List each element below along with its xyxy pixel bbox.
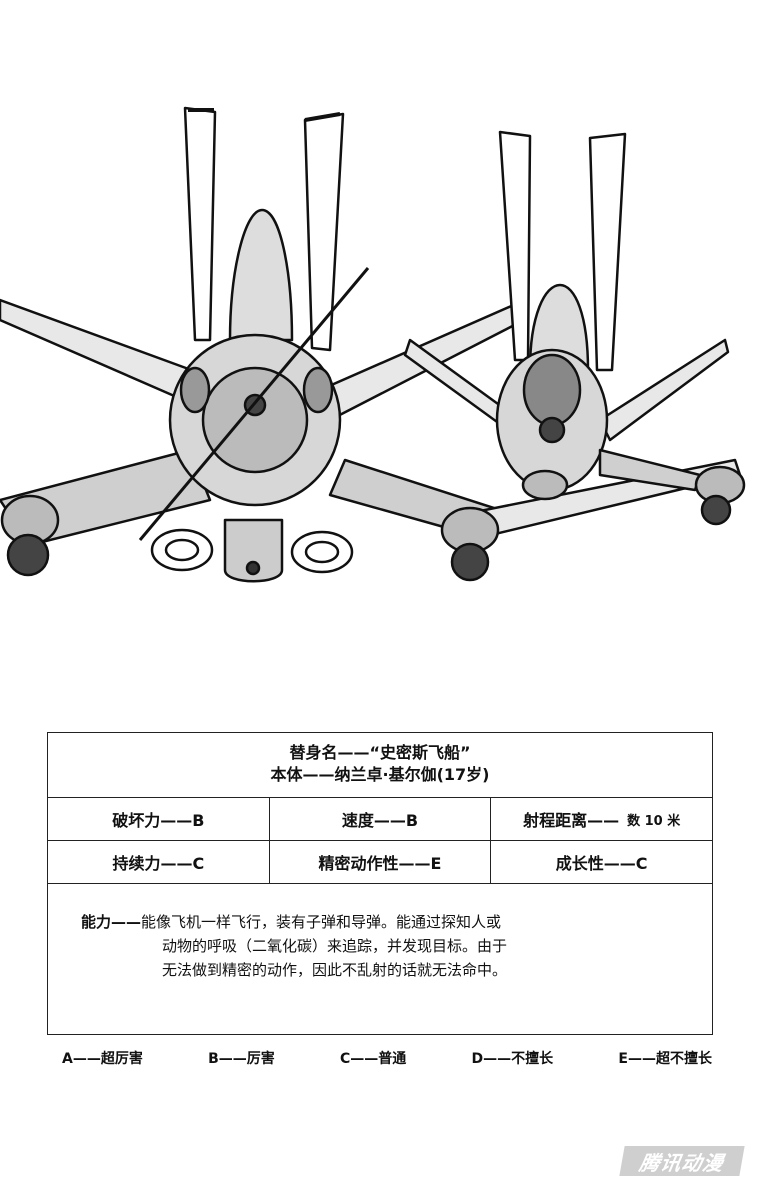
- stand-name-line: 替身名——“史密斯飞船”: [289, 743, 471, 762]
- right-aircraft: [403, 130, 746, 526]
- watermark-logo: 腾讯动漫: [619, 1146, 745, 1176]
- grade-d: D——不擅长: [471, 1051, 554, 1067]
- grade-c: C——普通: [340, 1051, 407, 1067]
- stat-persistence: 持续力——C: [48, 841, 270, 883]
- stand-user-line: 本体——纳兰卓·基尔伽(17岁): [270, 765, 490, 784]
- grade-e: E——超不擅长: [618, 1051, 712, 1067]
- stat-development-potential: 成长性——C: [555, 854, 648, 873]
- aerosmith-illustration: [0, 106, 746, 583]
- stand-profile-card: 替身名——“史密斯飞船” 本体——纳兰卓·基尔伽(17岁) 破坏力——B 速度—…: [47, 732, 713, 1035]
- grade-a: A——超厉害: [62, 1051, 143, 1067]
- stat-range: 射程距离—— 数 10 米: [523, 811, 681, 830]
- stats-row-1: 破坏力——B 速度——B 射程距离—— 数 10 米: [48, 798, 712, 841]
- stat-speed: 速度——B: [270, 798, 492, 840]
- grade-legend: A——超厉害 B——厉害 C——普通 D——不擅长 E——超不擅长: [62, 1048, 712, 1068]
- ability-description: 能力——能像飞机一样飞行，装有子弹和导弹。能通过探知人或 动物的呼吸（二氧化碳）…: [81, 910, 681, 982]
- ability-line-1: 能像飞机一样飞行，装有子弹和导弹。能通过探知人或: [141, 913, 502, 931]
- stand-card-header: 替身名——“史密斯飞船” 本体——纳兰卓·基尔伽(17岁): [48, 733, 712, 798]
- stats-row-2: 持续力——C 精密动作性——E 成长性——C: [48, 841, 712, 884]
- grade-b: B——厉害: [208, 1051, 275, 1067]
- stat-destructive-power: 破坏力——B: [48, 798, 270, 840]
- stat-precision: 精密动作性——E: [270, 841, 492, 883]
- ability-label: 能力——: [81, 913, 142, 931]
- ability-line-3: 无法做到精密的动作，因此不乱射的话就无法命中。: [162, 961, 508, 979]
- stat-range-value: 数 10 米: [627, 813, 681, 829]
- ability-line-2: 动物的呼吸（二氧化碳）来追踪，并发现目标。由于: [162, 937, 508, 955]
- left-aircraft: [0, 106, 742, 583]
